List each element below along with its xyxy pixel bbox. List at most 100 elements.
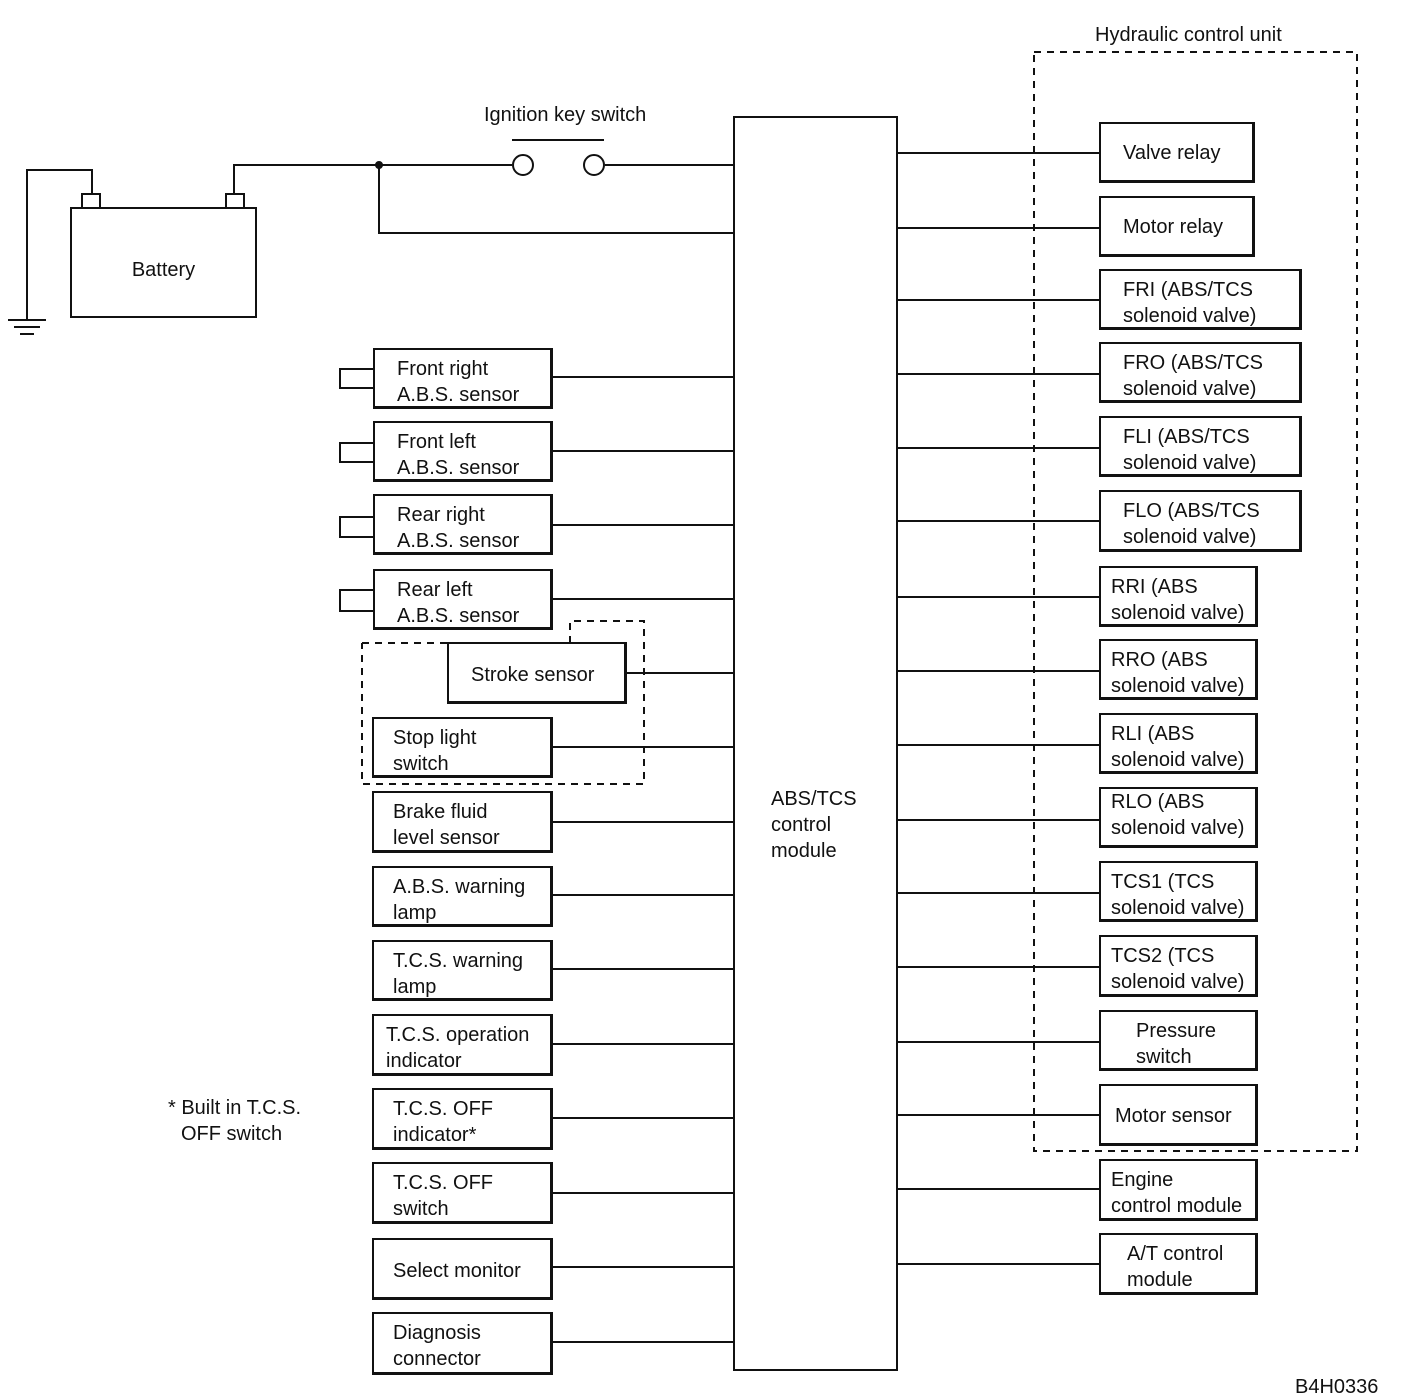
ignition-terminal-right — [583, 154, 605, 176]
engine-control-module: Engine control module — [1099, 1159, 1258, 1221]
component-label: Motor relay — [1123, 216, 1224, 238]
component-label: switch — [393, 1198, 449, 1220]
fro-solenoid-valve: FRO (ABS/TCS solenoid valve) — [1099, 342, 1302, 403]
front-right-abs-sensor: Front right A.B.S. sensor — [373, 348, 553, 409]
ground-wire — [26, 169, 93, 320]
flo-solenoid-valve: FLO (ABS/TCS solenoid valve) — [1099, 490, 1302, 552]
component-label: solenoid valve) — [1111, 897, 1245, 919]
rro-solenoid-valve: RRO (ABS solenoid valve) — [1099, 639, 1258, 700]
front-left-abs-sensor: Front left A.B.S. sensor — [373, 421, 553, 482]
component-label: A.B.S. warning — [393, 876, 526, 898]
hydraulic-unit-enclosure — [1033, 51, 1358, 1152]
component-label: solenoid valve) — [1111, 817, 1245, 839]
component-label: lamp — [393, 976, 437, 998]
rear-left-abs-sensor: Rear left A.B.S. sensor — [373, 569, 553, 630]
component-label: FLI (ABS/TCS — [1123, 426, 1250, 448]
component-label: FLO (ABS/TCS — [1123, 500, 1260, 522]
battery-terminal-negative — [81, 193, 101, 209]
ignition-terminal-left — [512, 154, 534, 176]
pressure-switch: Pressure switch — [1099, 1010, 1258, 1071]
tcs1-solenoid-valve: TCS1 (TCS solenoid valve) — [1099, 861, 1258, 922]
component-label: TCS1 (TCS — [1111, 871, 1215, 893]
left-connection-lines — [553, 376, 733, 1343]
component-label: RRI (ABS — [1111, 576, 1198, 598]
component-label: RLO (ABS — [1111, 791, 1205, 813]
component-label: A.B.S. sensor — [397, 530, 520, 552]
component-label: level sensor — [393, 827, 500, 849]
sensor-loop — [339, 589, 373, 612]
component-label: RRO (ABS — [1111, 649, 1208, 671]
component-label: control module — [1111, 1195, 1243, 1217]
fli-solenoid-valve: FLI (ABS/TCS solenoid valve) — [1099, 416, 1302, 477]
component-label: Stop light — [393, 727, 477, 749]
component-label: TCS2 (TCS — [1111, 945, 1215, 967]
component-label: switch — [1136, 1046, 1192, 1068]
sensor-loops — [339, 368, 373, 612]
component-label: solenoid valve) — [1123, 378, 1257, 400]
component-label: T.C.S. OFF — [393, 1172, 493, 1194]
component-label: FRO (ABS/TCS — [1123, 352, 1264, 374]
footnote-line-1: * Built in T.C.S. — [168, 1097, 302, 1119]
rlo-solenoid-valve: RLO (ABS solenoid valve) — [1099, 787, 1258, 848]
component-label: Rear left — [397, 579, 473, 601]
module-label-line-2: control — [771, 814, 832, 836]
component-label: switch — [393, 753, 449, 775]
component-label: Diagnosis — [393, 1322, 481, 1344]
abs-warning-lamp: A.B.S. warning lamp — [372, 866, 553, 927]
stop-light-switch: Stop light switch — [372, 717, 553, 778]
battery-terminal-positive — [225, 193, 245, 209]
motor-sensor: Motor sensor — [1099, 1084, 1258, 1146]
tcs-warning-lamp: T.C.S. warning lamp — [372, 940, 553, 1001]
footnote-line-2: OFF switch — [181, 1123, 283, 1145]
tcs-operation-indicator: T.C.S. operation indicator — [372, 1014, 553, 1076]
sensor-loop — [339, 516, 373, 538]
rear-right-abs-sensor: Rear right A.B.S. sensor — [373, 494, 553, 555]
component-label: indicator* — [393, 1124, 477, 1146]
tcs-off-switch: T.C.S. OFF switch — [372, 1162, 553, 1224]
select-monitor: Select monitor — [372, 1238, 553, 1300]
junction-dot — [375, 161, 383, 169]
component-label: Pressure — [1136, 1020, 1217, 1042]
battery-label: Battery — [131, 259, 196, 281]
battery-direct-wire — [378, 165, 733, 234]
component-label: A.B.S. sensor — [397, 384, 520, 406]
component-label: A.B.S. sensor — [397, 605, 520, 627]
component-label: A.B.S. sensor — [397, 457, 520, 479]
sensor-loop — [339, 442, 373, 463]
ignition-switch-label: Ignition key switch — [484, 104, 647, 126]
diagnosis-connector: Diagnosis connector — [372, 1312, 553, 1375]
sensor-loop — [339, 368, 373, 389]
component-label: solenoid valve) — [1111, 602, 1245, 624]
component-label: Front right — [397, 358, 489, 380]
component-label: A/T control — [1127, 1243, 1224, 1265]
component-label: solenoid valve) — [1111, 675, 1245, 697]
component-label: solenoid valve) — [1111, 749, 1245, 771]
component-label: T.C.S. OFF — [393, 1098, 493, 1120]
component-label: solenoid valve) — [1111, 971, 1245, 993]
tcs-off-indicator: T.C.S. OFF indicator* — [372, 1088, 553, 1150]
component-label: FRI (ABS/TCS — [1123, 279, 1254, 301]
rli-solenoid-valve: RLI (ABS solenoid valve) — [1099, 713, 1258, 774]
right-connection-lines — [898, 152, 1099, 1265]
valve-relay: Valve relay — [1099, 122, 1255, 183]
brake-fluid-level-sensor: Brake fluid level sensor — [372, 791, 553, 853]
abs-tcs-control-module: ABS/TCS control module — [733, 116, 898, 1371]
component-label: Brake fluid — [393, 801, 488, 823]
component-label: RLI (ABS — [1111, 723, 1195, 745]
component-label: Select monitor — [393, 1260, 521, 1282]
component-label: T.C.S. operation — [386, 1024, 530, 1046]
module-label-line-1: ABS/TCS — [771, 788, 857, 810]
component-label: solenoid valve) — [1123, 452, 1257, 474]
component-label: Valve relay — [1123, 142, 1221, 164]
tcs2-solenoid-valve: TCS2 (TCS solenoid valve) — [1099, 935, 1258, 997]
component-label: T.C.S. warning — [393, 950, 524, 972]
component-label: connector — [393, 1348, 481, 1370]
battery-positive-wire — [233, 164, 512, 194]
at-control-module: A/T control module — [1099, 1233, 1258, 1295]
rri-solenoid-valve: RRI (ABS solenoid valve) — [1099, 566, 1258, 627]
component-label: lamp — [393, 902, 437, 924]
component-label: Engine — [1111, 1169, 1174, 1191]
fri-solenoid-valve: FRI (ABS/TCS solenoid valve) — [1099, 269, 1302, 330]
component-label: solenoid valve) — [1123, 305, 1257, 327]
